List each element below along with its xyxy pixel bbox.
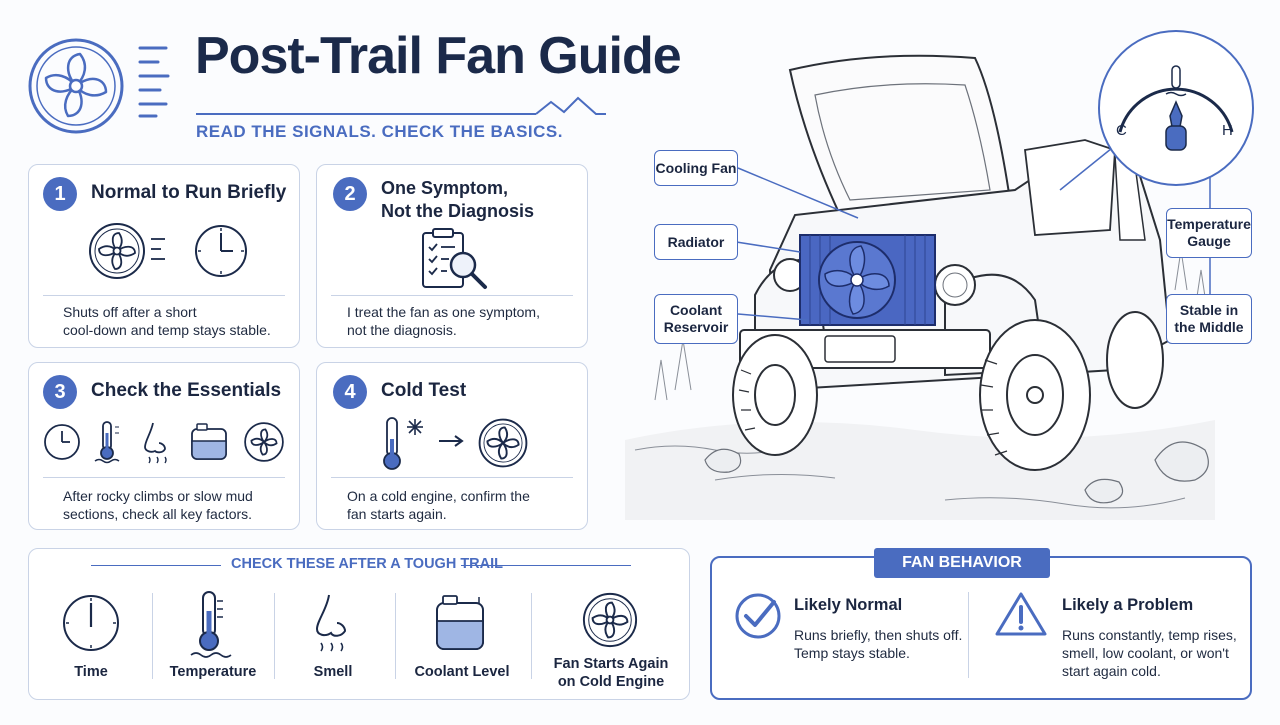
normal-text: Runs briefly, then shuts off.Temp stays … bbox=[794, 627, 963, 661]
warning-icon bbox=[994, 590, 1048, 643]
speed-lines-icon bbox=[136, 42, 176, 122]
problem-title: Likely a Problem bbox=[1062, 596, 1194, 614]
clock-icon bbox=[61, 593, 121, 658]
divider bbox=[331, 477, 573, 478]
fan-icon bbox=[243, 421, 285, 468]
step-number-badge: 2 bbox=[333, 177, 367, 211]
label-radiator: Radiator bbox=[654, 224, 738, 260]
card-title: One Symptom,Not the Diagnosis bbox=[381, 178, 535, 221]
card-cold-test: 4 Cold Test On a cold engine, confirm th… bbox=[316, 362, 588, 530]
check-circle-icon bbox=[734, 592, 782, 645]
card-check-essentials: 3 Check the Essentials After rocky climb… bbox=[28, 362, 300, 530]
separator bbox=[274, 593, 275, 679]
coolant-tank-icon bbox=[433, 593, 489, 658]
thermometer-icon bbox=[93, 419, 127, 470]
normal-title: Likely Normal bbox=[794, 596, 903, 614]
divider bbox=[331, 295, 573, 296]
clipboard-magnifier-icon bbox=[419, 227, 491, 296]
title-underline bbox=[196, 96, 606, 130]
heading-rule-left bbox=[91, 565, 221, 566]
checklist-label-coolant-level: Coolant Level bbox=[414, 664, 510, 680]
checklist-label-time: Time bbox=[74, 664, 108, 680]
card-one-symptom: 2 One Symptom,Not the Diagnosis I treat … bbox=[316, 164, 588, 348]
separator bbox=[531, 593, 532, 679]
nose-icon bbox=[311, 591, 355, 662]
heading-rule-right bbox=[461, 565, 631, 566]
step-number-badge: 4 bbox=[333, 375, 367, 409]
card-normal-to-run-briefly: 1 Normal to Run Briefly Shuts off after … bbox=[28, 164, 300, 348]
checklist-label-temperature: Temperature bbox=[169, 664, 257, 680]
divider bbox=[43, 477, 285, 478]
separator bbox=[968, 592, 969, 678]
temperature-gauge: C H bbox=[1098, 30, 1254, 186]
separator bbox=[152, 593, 153, 679]
speed-lines-icon bbox=[149, 235, 169, 270]
thermometer-icon bbox=[189, 589, 233, 664]
behavior-heading: FAN BEHAVIOR bbox=[874, 548, 1050, 578]
step-number-badge: 3 bbox=[43, 375, 77, 409]
divider bbox=[43, 295, 285, 296]
behavior-panel: FAN BEHAVIOR Likely Normal Runs briefly,… bbox=[710, 548, 1252, 700]
gauge-cold-label: C bbox=[1116, 122, 1127, 139]
page-subtitle: READ THE SIGNALS. CHECK THE BASICS. bbox=[196, 122, 563, 141]
clock-icon bbox=[193, 223, 249, 284]
checklist-panel: CHECK THESE AFTER A TOUGH TRAIL Time Tem… bbox=[28, 548, 690, 700]
card-title: Normal to Run Briefly bbox=[91, 182, 287, 203]
fan-icon bbox=[581, 591, 639, 654]
jeep-illustration bbox=[615, 40, 1215, 540]
problem-text: Runs constantly, temp rises,smell, low c… bbox=[1062, 627, 1237, 679]
coolant-tank-icon bbox=[189, 421, 231, 468]
clock-icon bbox=[43, 423, 81, 466]
fan-icon bbox=[477, 417, 529, 474]
separator bbox=[395, 593, 396, 679]
fan-icon bbox=[87, 221, 147, 286]
step-number-badge: 1 bbox=[43, 177, 77, 211]
card-text: I treat the fan as one symptom,not the d… bbox=[347, 304, 540, 338]
page-title: Post-Trail Fan Guide bbox=[195, 27, 682, 85]
checklist-heading: CHECK THESE AFTER A TOUGH TRAIL bbox=[231, 556, 504, 572]
card-title: Cold Test bbox=[381, 380, 467, 401]
card-title: Check the Essentials bbox=[91, 380, 282, 401]
checklist-label-smell: Smell bbox=[313, 664, 353, 680]
cold-thermometer-icon bbox=[381, 415, 431, 478]
gauge-hot-label: H bbox=[1222, 122, 1233, 139]
header-logo-fan-icon bbox=[24, 34, 134, 144]
label-cooling-fan: Cooling Fan bbox=[654, 150, 738, 186]
nose-icon bbox=[141, 419, 173, 472]
arrow-icon bbox=[437, 433, 467, 454]
